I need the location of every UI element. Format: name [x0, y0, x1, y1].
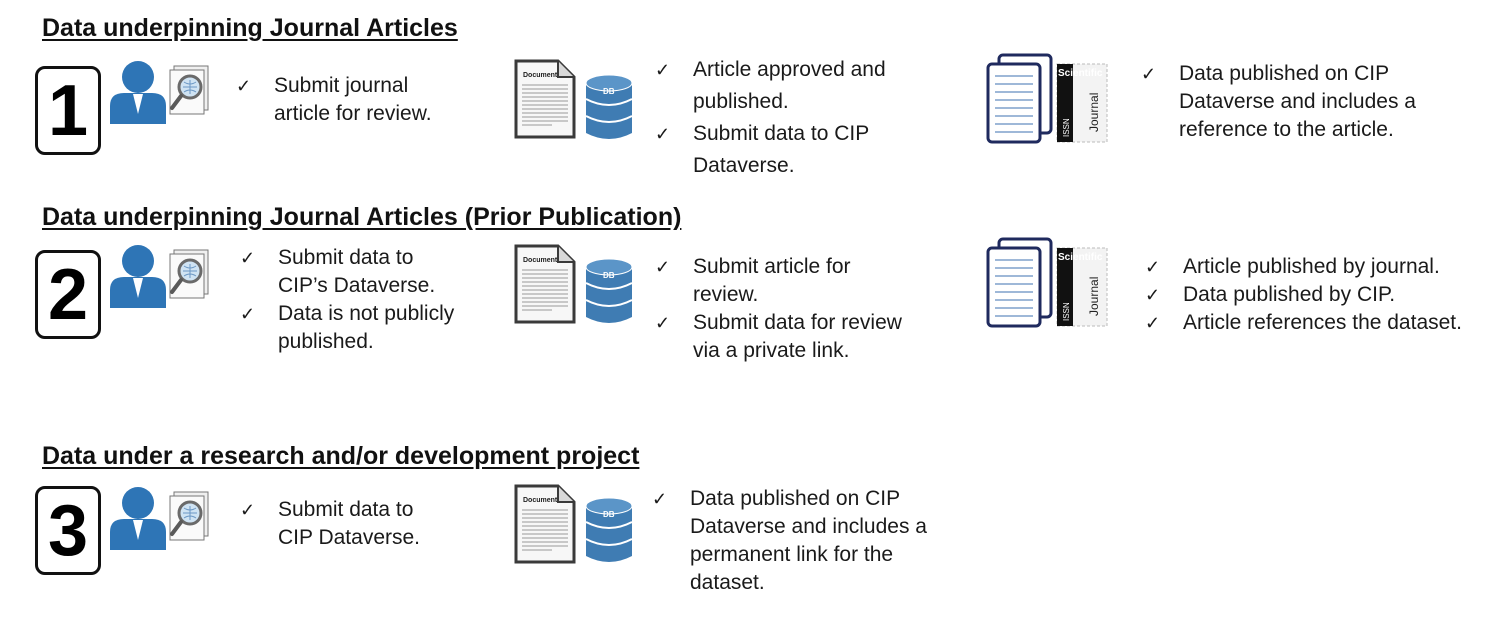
journal-spine-top: Scientific: [1058, 252, 1103, 263]
step-number-3: 3: [35, 486, 101, 575]
checklist-item: ✓ Data published on CIP Dataverse and inc…: [652, 485, 952, 597]
checklist-item: ✓ Article approved and published.: [655, 54, 945, 118]
check-icon: ✓: [1145, 257, 1161, 277]
database-icon: DB: [585, 497, 633, 562]
check-icon: ✓: [1145, 285, 1161, 305]
document-label: Document: [523, 497, 558, 504]
checklist-item: ✓ Data published by CIP.: [1145, 281, 1505, 309]
checklist-item: ✓ Submit data to CIP Dataverse.: [655, 118, 945, 182]
document-icon: Document: [514, 59, 576, 139]
journal-spine-bottom: ISSN: [1062, 118, 1071, 137]
database-label: DB: [603, 510, 615, 519]
journal-icon: Scientific Journal ISSN: [986, 53, 1108, 144]
check-icon: ✓: [1145, 313, 1161, 333]
section-3-step-2-list: ✓ Data published on CIP Dataverse and inc…: [652, 485, 952, 597]
section-2-step-2-list: ✓ Submit article for review. ✓ Submit data…: [655, 253, 955, 365]
checklist-text: Data published on CIP Dataverse and incl…: [1179, 62, 1416, 141]
section-1-step-3-list: ✓ Data published on CIP Dataverse and inc…: [1141, 60, 1461, 144]
section-2-step-3-list: ✓ Article published by journal. ✓ Data pub…: [1145, 253, 1505, 337]
journal-spine-mid: Journal: [1087, 277, 1101, 316]
check-icon: ✓: [652, 489, 668, 509]
database-icon: DB: [585, 74, 633, 139]
section-3-title: Data under a research and/or development…: [42, 442, 640, 470]
check-icon: ✓: [655, 124, 671, 144]
checklist-text: Submit data to CIP Dataverse.: [278, 498, 421, 549]
checklist-item: ✓ Article published by journal.: [1145, 253, 1505, 281]
checklist-item: ✓ Submit data for review via a private li…: [655, 309, 955, 365]
document-icon: Document: [514, 484, 576, 564]
step-number-2: 2: [35, 250, 101, 339]
journal-spine-top: Scientific: [1058, 68, 1103, 79]
magnifier-document-icon: [169, 249, 209, 299]
check-icon: ✓: [240, 304, 256, 324]
checklist-text: Article references the dataset.: [1183, 311, 1462, 334]
checklist-text: Data is not publicly published.: [278, 302, 455, 353]
check-icon: ✓: [655, 313, 671, 333]
section-1-title: Data underpinning Journal Articles: [42, 14, 458, 42]
checklist-item: ✓ Article references the dataset.: [1145, 309, 1505, 337]
check-icon: ✓: [240, 500, 256, 520]
document-label: Document: [523, 257, 558, 264]
magnifier-document-icon: [169, 65, 209, 115]
section-3-step-1-list: ✓ Submit data to CIP Dataverse.: [240, 496, 480, 552]
section-1-step-2-list: ✓ Article approved and published. ✓ Submit…: [655, 54, 945, 182]
check-icon: ✓: [1141, 64, 1157, 84]
checklist-text: Article approved and published.: [693, 58, 886, 113]
checklist-text: Submit data for review via a private lin…: [693, 311, 902, 362]
checklist-item: ✓ Data published on CIP Dataverse and inc…: [1141, 60, 1461, 144]
check-icon: ✓: [240, 248, 256, 268]
person-icon: [110, 61, 166, 124]
checklist-item: ✓ Submit data to CIP Dataverse.: [240, 496, 480, 552]
checklist-text: Submit article for review.: [693, 255, 851, 306]
database-label: DB: [603, 271, 615, 280]
checklist-text: Data published by CIP.: [1183, 283, 1396, 306]
journal-icon: Scientific Journal ISSN: [986, 237, 1108, 328]
checklist-item: ✓ Data is not publicly published.: [240, 300, 480, 356]
check-icon: ✓: [655, 257, 671, 277]
check-icon: ✓: [655, 60, 671, 80]
magnifier-document-icon: [169, 491, 209, 541]
checklist-text: Submit data to CIP Dataverse.: [693, 122, 869, 177]
checklist-text: Data published on CIP Dataverse and incl…: [690, 487, 927, 594]
database-icon: DB: [585, 258, 633, 323]
step-number-1: 1: [35, 66, 101, 155]
person-icon: [110, 487, 166, 550]
checklist-item: ✓ Submit article for review.: [655, 253, 955, 309]
checklist-text: Article published by journal.: [1183, 255, 1440, 278]
checklist-text: Submit data to CIP’s Dataverse.: [278, 246, 436, 297]
person-icon: [110, 245, 166, 308]
checklist-item: ✓ Submit data to CIP’s Dataverse.: [240, 244, 480, 300]
document-icon: Document: [514, 244, 576, 324]
check-icon: ✓: [236, 76, 252, 96]
section-1-step-1-list: ✓ Submit journal article for review.: [236, 72, 466, 128]
section-2-step-1-list: ✓ Submit data to CIP’s Dataverse. ✓ Data i…: [240, 244, 480, 356]
journal-spine-mid: Journal: [1087, 93, 1101, 132]
checklist-item: ✓ Submit journal article for review.: [236, 72, 466, 128]
journal-spine-bottom: ISSN: [1062, 302, 1071, 321]
database-label: DB: [603, 87, 615, 96]
document-label: Document: [523, 72, 558, 79]
section-2-title: Data underpinning Journal Articles (Prio…: [42, 203, 682, 231]
checklist-text: Submit journal article for review.: [274, 74, 432, 125]
